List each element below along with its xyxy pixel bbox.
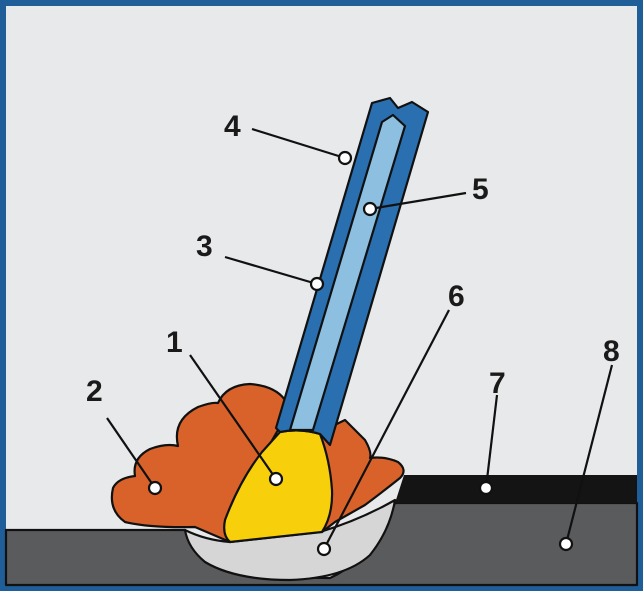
leader-line-8 — [564, 364, 614, 545]
flux-layer — [395, 475, 637, 503]
label-6: 6 — [448, 280, 465, 313]
label-7: 7 — [489, 367, 506, 400]
slag-crust — [110, 382, 287, 544]
leader-line-6 — [323, 309, 450, 550]
leader-line-1 — [189, 354, 277, 480]
marker-dot-5 — [362, 201, 378, 217]
marker-dot-7 — [478, 480, 494, 496]
leader-line-2 — [106, 417, 156, 489]
label-4: 4 — [224, 110, 241, 143]
marker-dot-2 — [147, 480, 163, 496]
label-2: 2 — [86, 375, 103, 408]
label-5: 5 — [472, 173, 489, 206]
label-8: 8 — [603, 335, 620, 368]
leader-line-5 — [369, 191, 467, 211]
marker-dot-1 — [268, 471, 284, 487]
leader-line-7 — [484, 394, 499, 489]
label-1: 1 — [166, 326, 183, 359]
electrode-core — [288, 113, 407, 432]
marker-dot-8 — [558, 536, 574, 552]
leader-line-3 — [224, 255, 318, 286]
leader-line-4 — [251, 127, 346, 160]
marker-dot-3 — [309, 276, 325, 292]
marker-dot-6 — [316, 541, 332, 557]
label-3: 3 — [196, 230, 213, 263]
marker-dot-4 — [337, 150, 353, 166]
